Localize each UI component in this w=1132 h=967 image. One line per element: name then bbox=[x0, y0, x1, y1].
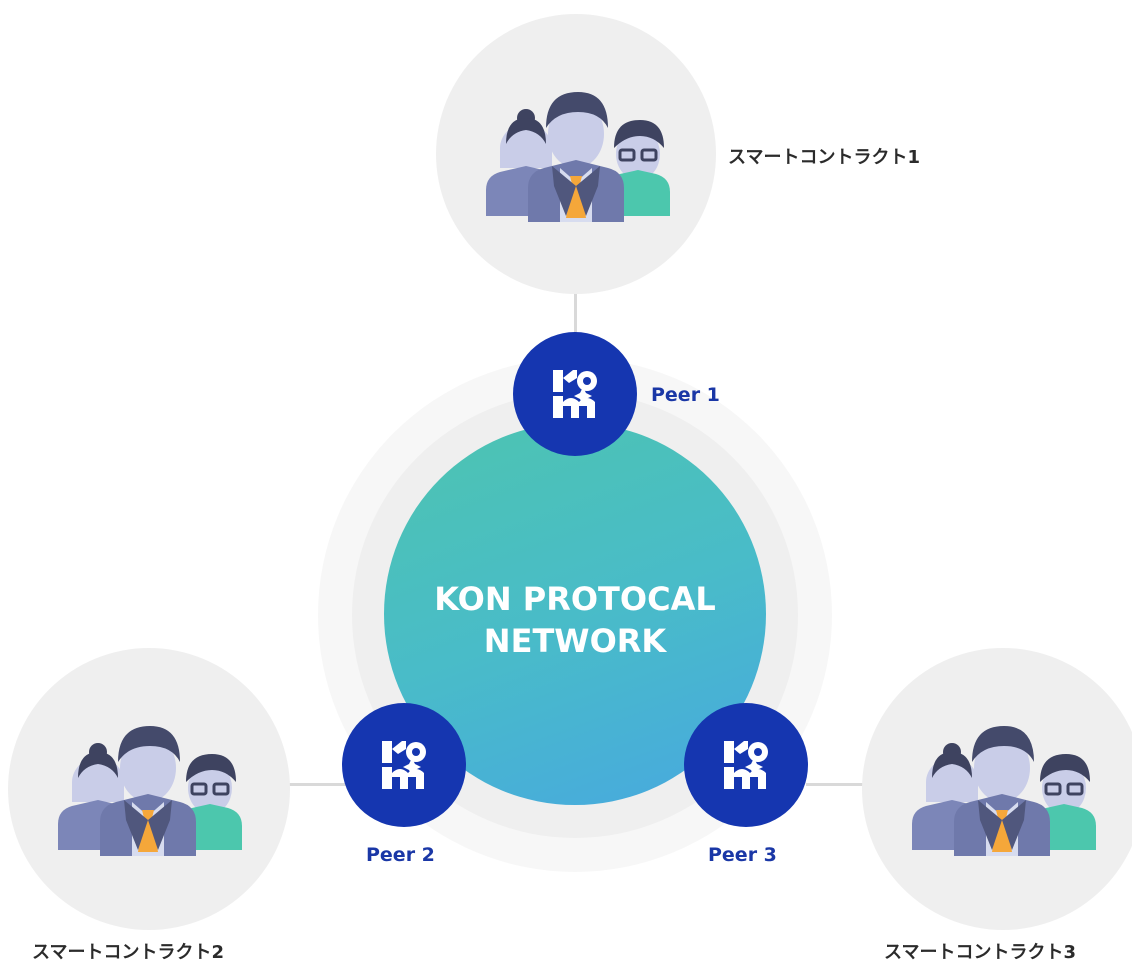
connector-line-1 bbox=[574, 292, 577, 342]
kon-logo-icon bbox=[724, 741, 768, 789]
contract-label-2: スマートコントラクト2 bbox=[32, 942, 224, 963]
contract-group-1 bbox=[436, 14, 716, 294]
connector-line-3 bbox=[806, 783, 866, 786]
network-title-line-2: NETWORK bbox=[483, 622, 667, 660]
contract-group-3 bbox=[862, 648, 1132, 930]
peer-node-1[interactable] bbox=[513, 332, 637, 456]
network-title-line-1: KON PROTOCAL bbox=[434, 580, 716, 618]
peer-node-2[interactable] bbox=[342, 703, 466, 827]
peer-label-3: Peer 3 bbox=[708, 844, 777, 866]
people-group-icon bbox=[484, 90, 672, 224]
contract-label-3: スマートコントラクト3 bbox=[884, 942, 1076, 963]
contract-label-1: スマートコントラクト1 bbox=[728, 147, 920, 168]
people-group-icon bbox=[910, 724, 1098, 858]
peer-label-1: Peer 1 bbox=[651, 384, 720, 406]
connector-line-2 bbox=[288, 783, 348, 786]
contract-group-2 bbox=[8, 648, 290, 930]
kon-logo-icon bbox=[553, 370, 597, 418]
peer-label-2: Peer 2 bbox=[366, 844, 435, 866]
people-group-icon bbox=[56, 724, 244, 858]
peer-node-3[interactable] bbox=[684, 703, 808, 827]
kon-logo-icon bbox=[382, 741, 426, 789]
